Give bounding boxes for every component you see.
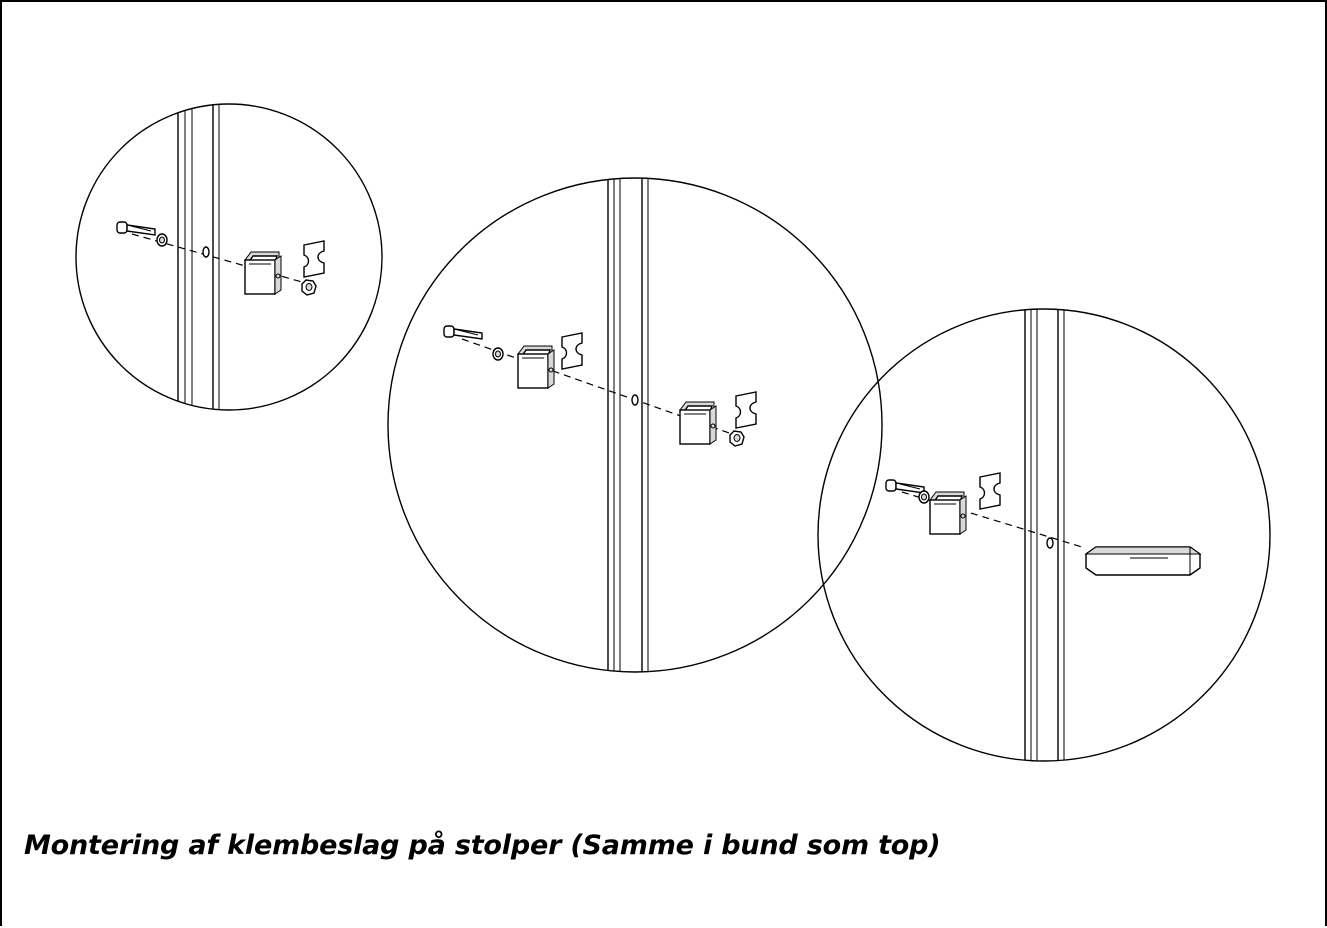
detail-circle-3	[817, 308, 1271, 762]
detail-circle-1	[75, 103, 383, 411]
assembly-caption: Montering af klembeslag på stolper (Samm…	[24, 830, 941, 861]
detail-circle-2	[387, 177, 883, 673]
